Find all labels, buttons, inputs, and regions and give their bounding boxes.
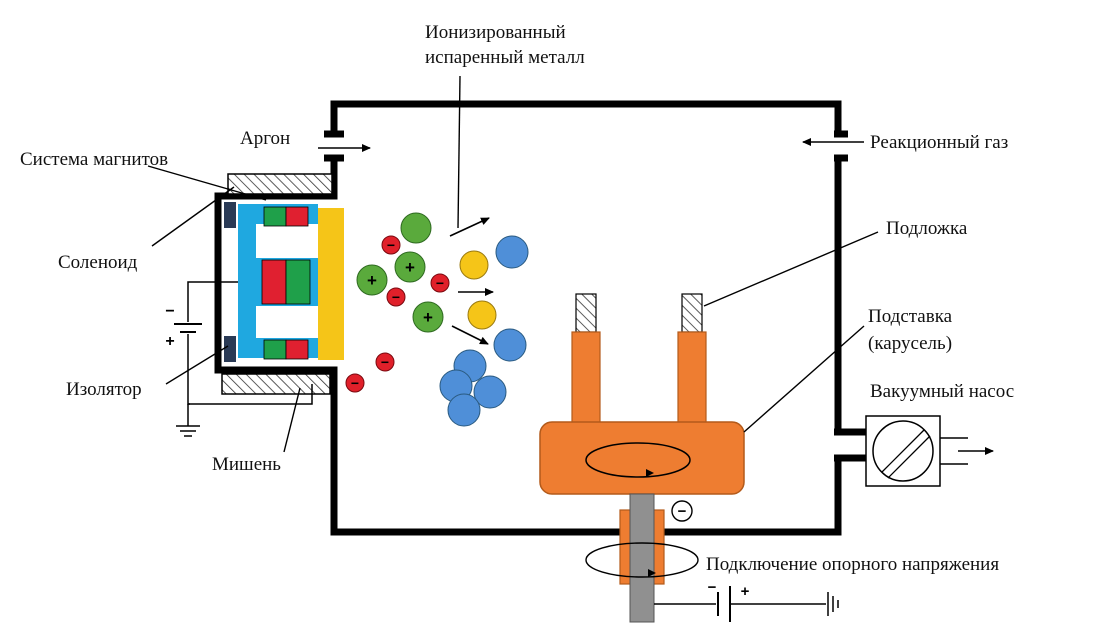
magnet-red-top — [285, 206, 309, 227]
label-stand-line2: (карусель) — [868, 333, 952, 354]
electron — [345, 373, 365, 393]
holder-post-right — [677, 331, 707, 425]
ion-charge: + — [405, 258, 415, 277]
metal-atom-yellow — [459, 250, 489, 280]
polarity-minus: − — [165, 303, 174, 320]
substrate-right — [681, 293, 703, 333]
carousel-shaft — [585, 493, 699, 623]
magnet-green-top — [263, 206, 287, 227]
particle-arrows — [449, 217, 494, 345]
label-argon: Аргон — [240, 128, 290, 149]
metal-atoms-yellow — [459, 250, 497, 330]
bias-negative-sign: − — [678, 503, 687, 520]
target-plate — [318, 208, 344, 360]
label-substrate: Подложка — [886, 218, 968, 239]
label-magnet-system: Система магнитов — [20, 149, 168, 170]
argon-ions — [356, 212, 444, 333]
carousel-base — [539, 421, 745, 495]
electron — [430, 273, 450, 293]
ion-plus-signs: + + + — [367, 258, 433, 327]
metal-atom-blue — [473, 375, 507, 409]
vacuum-pump — [865, 415, 994, 487]
bias-wiring — [654, 586, 839, 622]
magnet-green-center — [285, 259, 311, 305]
bias-polarity-minus: − — [708, 579, 717, 596]
electron-charge: − — [392, 289, 400, 305]
solenoid-coil-bottom — [221, 373, 331, 395]
electron-minus-signs: − − − − − — [351, 237, 444, 391]
label-stand-line1: Подставка — [868, 306, 953, 327]
ion-charge: + — [423, 308, 433, 327]
electron — [386, 287, 406, 307]
magnet-red-center — [261, 259, 287, 305]
ion-charge: + — [367, 271, 377, 290]
magnet-red-bottom — [285, 339, 309, 360]
argon-ion — [394, 251, 426, 283]
label-reaction-gas: Реакционный газ — [870, 132, 1008, 153]
label-vacuum-pump: Вакуумный насос — [870, 381, 1014, 402]
magnet-system — [238, 204, 318, 360]
leader-lines — [147, 75, 879, 453]
electron-charge: − — [387, 237, 395, 253]
magnet-green-bottom — [263, 339, 287, 360]
shaft-rotation-ellipse — [585, 542, 699, 578]
metal-atom-blue — [495, 235, 529, 269]
insulator-bottom — [224, 336, 236, 362]
substrate-left — [575, 293, 597, 333]
bias-negative-marker — [671, 500, 693, 522]
electron — [381, 235, 401, 255]
carousel-rotation-ellipse — [585, 442, 691, 478]
electron — [375, 352, 395, 372]
metal-atom-yellow — [467, 300, 497, 330]
argon-ion — [412, 301, 444, 333]
argon-ion — [400, 212, 432, 244]
label-insulator: Изолятор — [66, 379, 142, 400]
label-target: Мишень — [212, 454, 281, 475]
vacuum-chamber — [214, 100, 866, 536]
electron-charge: − — [436, 275, 444, 291]
electron-charge: − — [381, 354, 389, 370]
metal-atom-blue — [447, 393, 481, 427]
particles — [439, 235, 529, 427]
metal-atom-blue — [493, 328, 527, 362]
label-solenoid: Соленоид — [58, 252, 138, 273]
solenoid-coil-top — [227, 173, 333, 195]
power-supply-wiring — [174, 281, 313, 437]
bias-polarity-plus: + — [741, 583, 750, 600]
polarity-plus: + — [165, 333, 174, 350]
insulator-top — [224, 202, 236, 228]
label-ionized-metal-line2: испаренный металл — [425, 47, 585, 68]
carousel-rotation-arrow — [646, 469, 654, 477]
electrons — [345, 235, 450, 393]
argon-ion — [356, 264, 388, 296]
substrate-holder — [539, 293, 745, 495]
label-bias-connection: Подключение опорного напряжения — [706, 554, 999, 575]
label-ionized-metal-line1: Ионизированный — [425, 22, 566, 43]
electron-charge: − — [351, 375, 359, 391]
holder-post-left — [571, 331, 601, 425]
